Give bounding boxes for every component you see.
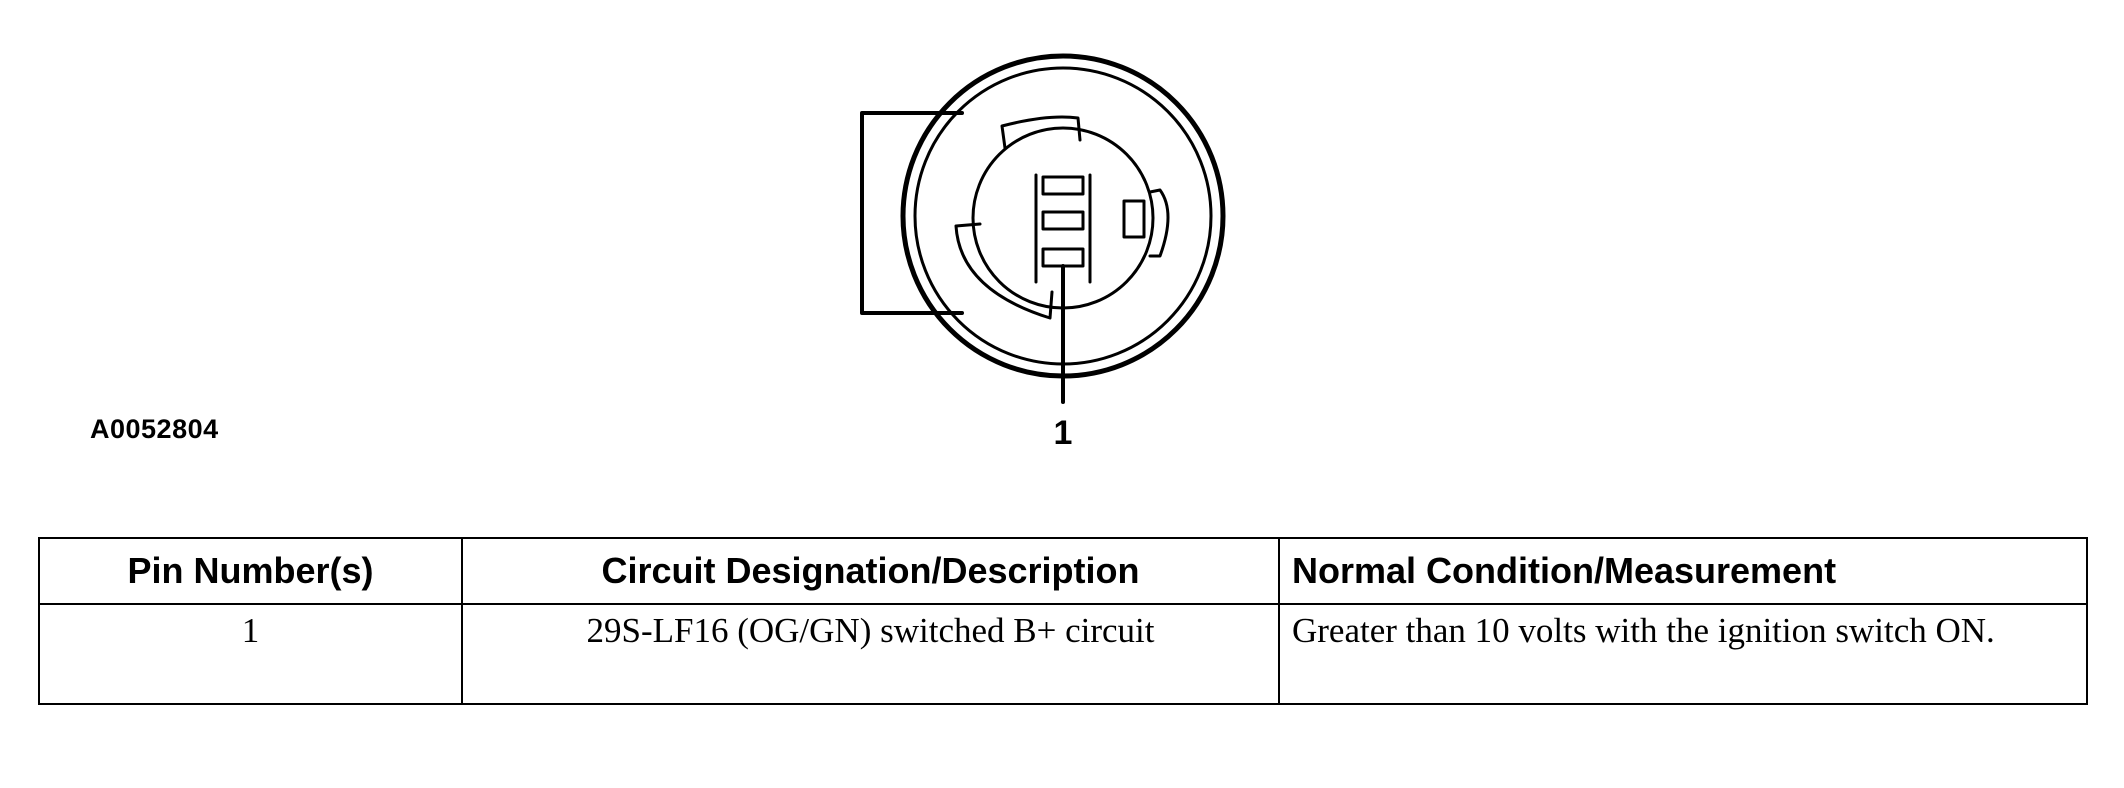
cell-circuit-description: 29S-LF16 (OG/GN) switched B+ circuit	[461, 603, 1280, 705]
cell-normal-condition: Greater than 10 volts with the ignition …	[1278, 603, 2088, 705]
connector-right-latch	[1148, 188, 1170, 258]
connector-left-key	[954, 222, 1054, 320]
terminal-slot-pin-1	[1041, 247, 1085, 268]
header-circuit-designation: Circuit Designation/Description	[461, 537, 1280, 605]
figure-reference-id: A0052804	[90, 414, 219, 444]
connector-latch-nub	[1122, 199, 1146, 239]
connector-diagram: 1	[860, 53, 1226, 452]
pin-table: Pin Number(s) Circuit Designation/Descri…	[38, 537, 2088, 705]
header-normal-condition: Normal Condition/Measurement	[1278, 537, 2088, 605]
cell-pin-number: 1	[38, 603, 463, 705]
pin-1-callout-label: 1	[1054, 414, 1073, 452]
terminal-slot-middle	[1041, 210, 1085, 231]
header-pin-numbers: Pin Number(s)	[38, 537, 463, 605]
terminal-slot-top	[1041, 175, 1085, 196]
connector-top-key	[1000, 115, 1082, 150]
table-row: 1 29S-LF16 (OG/GN) switched B+ circuit G…	[38, 603, 2088, 705]
connector-housing-tab	[860, 111, 964, 315]
table-header-row: Pin Number(s) Circuit Designation/Descri…	[38, 537, 2088, 605]
